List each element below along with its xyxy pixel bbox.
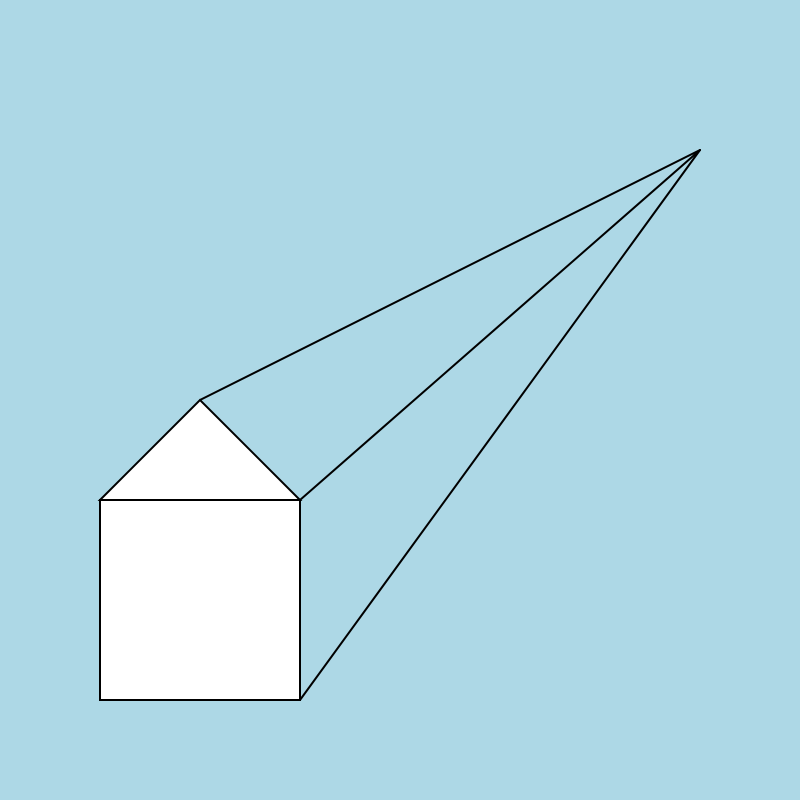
house-wall [99, 499, 301, 701]
perspective-line-roof-apex [199, 149, 701, 401]
perspective-line-top-right-corner [299, 149, 701, 501]
house-roof [97, 398, 303, 501]
perspective-line-bottom-right-corner [299, 149, 701, 701]
vanishing-point [699, 149, 701, 151]
